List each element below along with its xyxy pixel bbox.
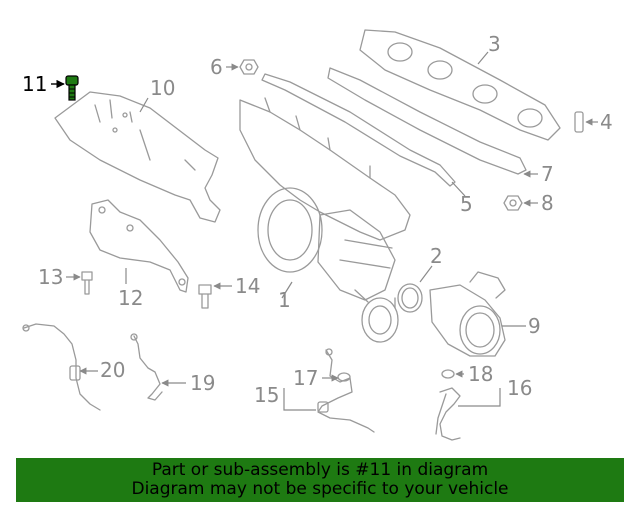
callout-17[interactable]: 17 — [293, 366, 319, 390]
part-18-washer[interactable] — [441, 369, 455, 379]
banner-line-2: Diagram may not be specific to your vehi… — [131, 479, 509, 499]
callout-13[interactable]: 13 — [38, 265, 64, 289]
part-3-gasket[interactable] — [359, 29, 561, 141]
part-16-pipe[interactable] — [435, 387, 461, 441]
part-1-turbocharger[interactable] — [239, 97, 411, 343]
part-13-bolt[interactable] — [81, 271, 93, 295]
part-9-outlet-elbow[interactable] — [429, 271, 506, 357]
part-14-bolt[interactable] — [198, 284, 212, 309]
callout-19[interactable]: 19 — [190, 371, 216, 395]
callout-16[interactable]: 16 — [507, 376, 533, 400]
part-6-nut[interactable] — [239, 59, 259, 75]
part-15-sensor[interactable] — [317, 348, 375, 433]
part-8-nut[interactable] — [503, 195, 523, 211]
callout-7[interactable]: 7 — [541, 162, 554, 186]
part-11-bolt[interactable] — [65, 75, 79, 101]
callout-4[interactable]: 4 — [600, 110, 613, 134]
part-2-oring[interactable] — [397, 283, 423, 313]
part-20-sensor[interactable] — [22, 323, 101, 411]
callout-8[interactable]: 8 — [541, 191, 554, 215]
callout-2[interactable]: 2 — [430, 244, 443, 268]
part-12-bracket[interactable] — [89, 199, 189, 293]
leader-lines — [51, 51, 598, 411]
callout-11[interactable]: 11 — [22, 72, 48, 96]
part-7-gasket[interactable] — [327, 67, 527, 175]
callout-14[interactable]: 14 — [235, 274, 261, 298]
callout-1[interactable]: 1 — [278, 288, 291, 312]
part-19-sensor[interactable] — [130, 333, 163, 401]
callout-18[interactable]: 18 — [468, 362, 494, 386]
callout-6[interactable]: 6 — [210, 55, 223, 79]
callout-15[interactable]: 15 — [254, 383, 280, 407]
part-5-gasket[interactable] — [261, 73, 456, 187]
banner-line-1: Part or sub-assembly is #11 in diagram — [151, 460, 489, 480]
callout-5[interactable]: 5 — [460, 192, 473, 216]
info-banner: Part or sub-assembly is #11 in diagram D… — [16, 458, 624, 502]
callout-12[interactable]: 12 — [118, 286, 144, 310]
part-10-heat-shield[interactable] — [54, 91, 221, 223]
callout-20[interactable]: 20 — [100, 358, 126, 382]
callout-9[interactable]: 9 — [528, 314, 541, 338]
callout-10[interactable]: 10 — [150, 76, 176, 100]
part-4-stud[interactable] — [574, 111, 584, 133]
callout-3[interactable]: 3 — [488, 32, 501, 56]
